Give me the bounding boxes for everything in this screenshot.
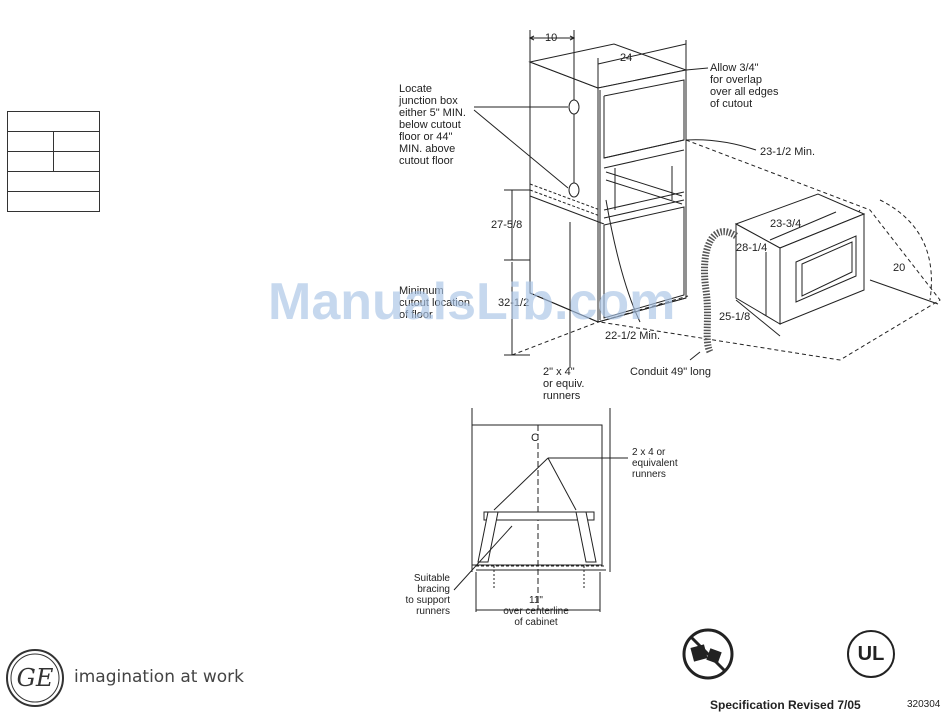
suitable-bracing-label: Suitable bracing to support runners [405,573,450,617]
watermark: ManualsLib.com [268,273,676,331]
no-trash-icon [682,628,734,680]
locate-junction-label: Locate junction box either 5" MIN. below… [399,83,466,167]
dim-28-1-4-label: 28-1/4 [736,242,768,254]
dim-24-label: 24 [620,52,633,64]
spec-table [7,111,100,212]
dimension-lines [473,30,757,368]
tagline: imagination at work [74,667,244,687]
dim-32-5-label: 32-1/2 [498,297,530,309]
cross-section-drawing [453,408,628,612]
table-row [7,191,100,212]
conduit-label: Conduit 49" long [630,366,711,378]
dim-20-label: 20 [893,262,906,274]
table-cell [7,191,100,212]
ul-mark-text: UL [857,643,885,665]
dim-23-5-min-label: 23-1/2 Min. [760,146,816,158]
ul-listed-icon [847,630,895,678]
dim-25-1-8-label: 25-1/8 [719,311,751,323]
ge-logo [6,649,64,707]
dim-27-5-8-label: 27-5/8 [491,219,523,231]
dim-10-label: 10 [545,32,558,44]
dim-23-3-4-label: 23-3/4 [770,218,802,230]
ge-logo-text: GE [16,664,54,692]
allow-overlap-label: Allow 3/4" for overlap over all edges of… [710,62,779,110]
oven-unit-drawing [599,139,941,361]
runners-b-label: 2 x 4 or equivalent runners [632,447,678,480]
cabinet-drawing [528,43,688,323]
doc-number: 320304 [907,699,941,710]
centerline-mark: C [531,432,539,444]
spec-revised: Specification Revised 7/05 [710,698,861,712]
minimum-cutout-label: Minimum cutout location of floor [399,285,470,321]
runners-label: 2" x 4" or equiv. runners [543,366,585,402]
table-row [7,131,100,152]
dim-22-5-min-label: 22-1/2 Min. [605,330,661,342]
over-centerline-label: 11" over centerline of cabinet [503,595,569,628]
